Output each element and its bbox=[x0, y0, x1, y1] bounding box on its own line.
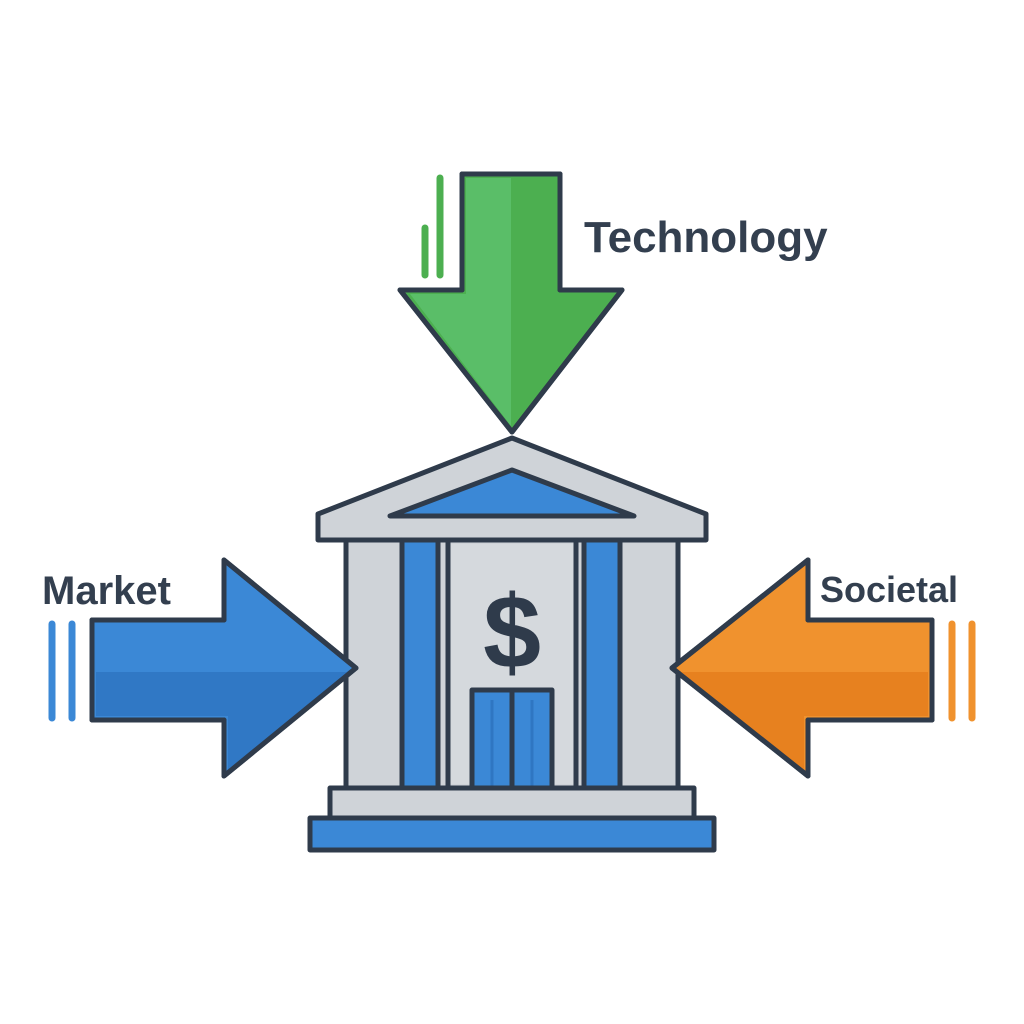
speed-lines-left bbox=[48, 620, 76, 722]
label-societal: Societal bbox=[820, 569, 958, 610]
pediment bbox=[387, 467, 637, 519]
label-market: Market bbox=[42, 569, 171, 613]
technology-arrow bbox=[397, 171, 625, 435]
step-lower bbox=[307, 815, 717, 853]
speed-lines-top bbox=[421, 174, 444, 279]
label-technology: Technology bbox=[584, 213, 828, 262]
step-upper bbox=[327, 785, 697, 821]
column-left bbox=[399, 537, 441, 791]
societal-arrow bbox=[669, 557, 976, 779]
market-arrow bbox=[48, 557, 359, 779]
column-right bbox=[581, 537, 623, 791]
bank-icon: $ bbox=[307, 435, 717, 853]
dollar-symbol: $ bbox=[483, 575, 541, 691]
speed-lines-right bbox=[948, 620, 976, 722]
